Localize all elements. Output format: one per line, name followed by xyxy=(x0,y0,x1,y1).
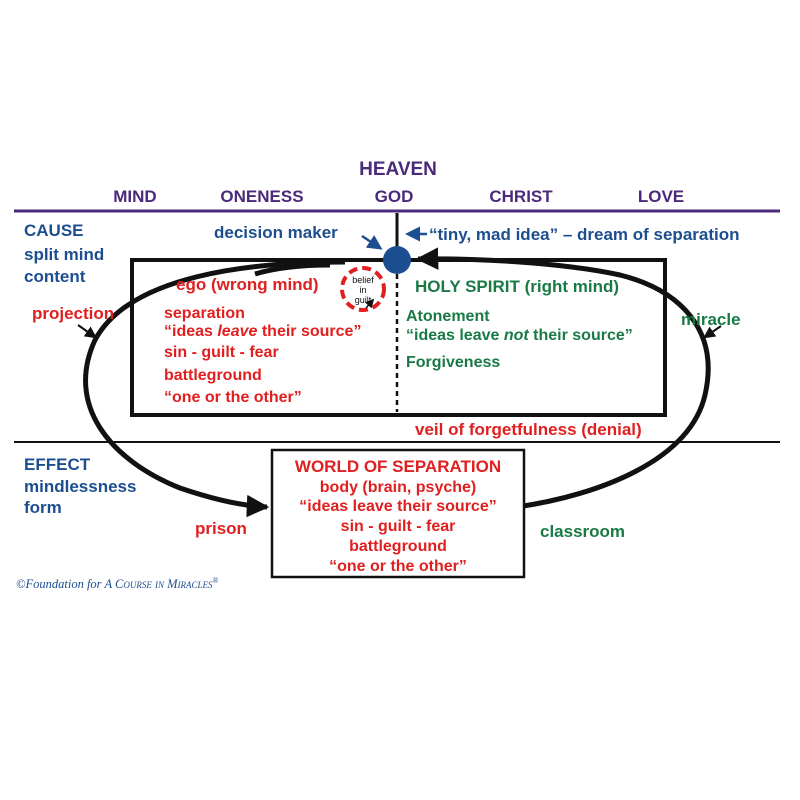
heaven-title: HEAVEN xyxy=(359,159,437,180)
effect-mindlessness: mindlessness xyxy=(24,477,137,496)
cycle-loop-right xyxy=(415,247,711,510)
classroom-label: classroom xyxy=(540,522,626,541)
effect-form: form xyxy=(24,498,62,517)
copyright-notice: ©Foundation for A Course in Miracles® xyxy=(16,576,219,592)
miracle-arrow xyxy=(703,325,722,339)
heaven-term-mind: MIND xyxy=(113,187,157,206)
heaven-term-christ: CHRIST xyxy=(489,187,553,206)
holy-spirit-ideas-not-leave: “ideas leave not their source” xyxy=(406,327,633,344)
cause-content: content xyxy=(24,267,86,286)
ego-title: ego (wrong mind) xyxy=(176,275,319,294)
ego-one-or-other: “one or the other” xyxy=(164,389,302,406)
projection-arrow xyxy=(77,324,97,339)
ego-arrow xyxy=(254,262,331,277)
projection-label: projection xyxy=(32,304,115,323)
world-body: body (brain, psyche) xyxy=(319,479,477,496)
world-one-or-other: “one or the other” xyxy=(329,558,467,575)
cycle-loop-left xyxy=(83,259,346,518)
veil-of-forgetfulness-label: veil of forgetfulness (denial) xyxy=(415,420,642,439)
holy-spirit-forgiveness: Forgiveness xyxy=(406,354,501,371)
decision-maker-label: decision maker xyxy=(214,223,338,242)
world-ideas-leave: “ideas leave their source” xyxy=(299,498,497,515)
decision-maker-dot xyxy=(383,246,411,274)
world-sin-guilt-fear: sin - guilt - fear xyxy=(340,518,456,535)
cause-title: CAUSE xyxy=(24,221,84,240)
belief-in-guilt-label: belief in guilt xyxy=(352,275,374,305)
world-battleground: battleground xyxy=(349,538,447,555)
world-title: WORLD OF SEPARATION xyxy=(294,457,502,476)
world-of-separation-box xyxy=(270,448,526,579)
miracle-label: miracle xyxy=(681,310,741,329)
ego-sin-guilt-fear: sin - guilt - fear xyxy=(164,344,279,361)
prison-label: prison xyxy=(195,519,247,538)
heaven-term-love: LOVE xyxy=(637,187,685,206)
holy-spirit-atonement: Atonement xyxy=(406,308,490,325)
belief-in-guilt-arrow xyxy=(364,298,375,309)
effect-title: EFFECT xyxy=(24,455,91,474)
ego-ideas-leave: “ideas leave their source” xyxy=(164,323,362,340)
heaven-term-oneness: ONENESS xyxy=(220,187,304,206)
ego-separation: separation xyxy=(164,305,245,322)
holy-spirit-title: HOLY SPIRIT (right mind) xyxy=(415,277,620,296)
cause-split-mind: split mind xyxy=(24,245,105,264)
tiny-mad-idea-label: “tiny, mad idea” – dream of separation xyxy=(429,225,740,244)
ego-battleground: battleground xyxy=(164,367,262,384)
decision-maker-arrow xyxy=(361,234,383,250)
heaven-term-god: GOD xyxy=(374,187,414,206)
